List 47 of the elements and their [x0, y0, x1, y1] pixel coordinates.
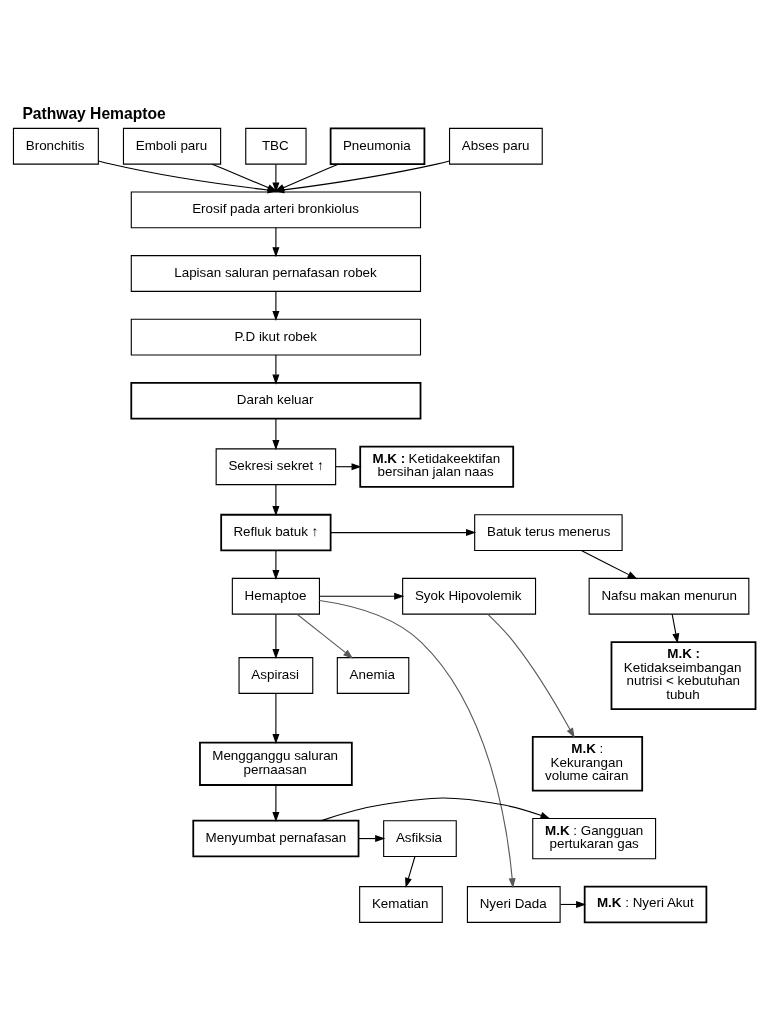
- node-box: Sekresi sekret ↑: [215, 447, 336, 485]
- node-box: Pneumonia: [329, 126, 425, 165]
- node-box: Darah keluar: [129, 381, 421, 420]
- node-box: Asfiksia: [382, 819, 457, 857]
- node-box: Abses paru: [448, 127, 543, 165]
- arrow: [271, 692, 279, 744]
- arrow: [318, 599, 516, 888]
- arrow: [486, 613, 575, 738]
- node-box: Syok Hipovolemik: [401, 577, 536, 615]
- diagram-title: Pathway Hemaptoe: [21, 104, 166, 122]
- arrow: [296, 613, 353, 659]
- node-box: Hemaptoe: [231, 577, 320, 615]
- arrow: [404, 855, 415, 888]
- arrow: [271, 290, 279, 321]
- arrow: [318, 592, 404, 600]
- node-box: Menyumbat pernafasan: [191, 819, 359, 857]
- node-box: M.K : Nyeri Akut: [583, 885, 707, 923]
- arrow: [271, 613, 279, 659]
- node-box: M.K : Kekurangan volume cairan: [531, 735, 643, 791]
- node-box: Mengganggu saluran pernaasan: [198, 741, 353, 786]
- arrow: [580, 549, 638, 579]
- arrow: [271, 163, 279, 193]
- node-box: Anemia: [336, 656, 409, 694]
- arrow: [271, 549, 279, 580]
- arrow: [271, 483, 279, 516]
- node-box: Emboli paru: [122, 127, 221, 165]
- arrow: [271, 226, 279, 257]
- arrow: [329, 528, 476, 536]
- node-box: Bronchitis: [12, 127, 99, 165]
- arrow: [271, 784, 279, 822]
- node-box: P.D ikut robek: [130, 318, 421, 356]
- node-box: Erosif pada arteri bronkiolus: [130, 190, 421, 228]
- node-box: TBC: [244, 127, 307, 165]
- node-box: M.K : Gangguan pertukaran gas: [531, 817, 656, 859]
- node-box: Batuk terus menerus: [473, 513, 623, 551]
- arrow: [271, 417, 279, 450]
- node-box: M.K : Ketidakseimbangan nutrisi < kebutuhan tubuh: [610, 640, 756, 710]
- arrow: [671, 613, 679, 644]
- arrow: [271, 354, 279, 385]
- node-box: Lapisan saluran pernafasan robek: [130, 254, 421, 292]
- arrow: [320, 797, 550, 821]
- node-box: Nyeri Dada: [466, 885, 561, 923]
- node-box: Kematian: [358, 885, 443, 923]
- node-box: Aspirasi: [238, 656, 313, 694]
- node-box: Nafsu makan menurun: [588, 577, 749, 615]
- node-box: Refluk batuk ↑: [219, 513, 331, 551]
- node-box: M.K : Ketidakeektifan bersihan jalan naas: [358, 445, 514, 488]
